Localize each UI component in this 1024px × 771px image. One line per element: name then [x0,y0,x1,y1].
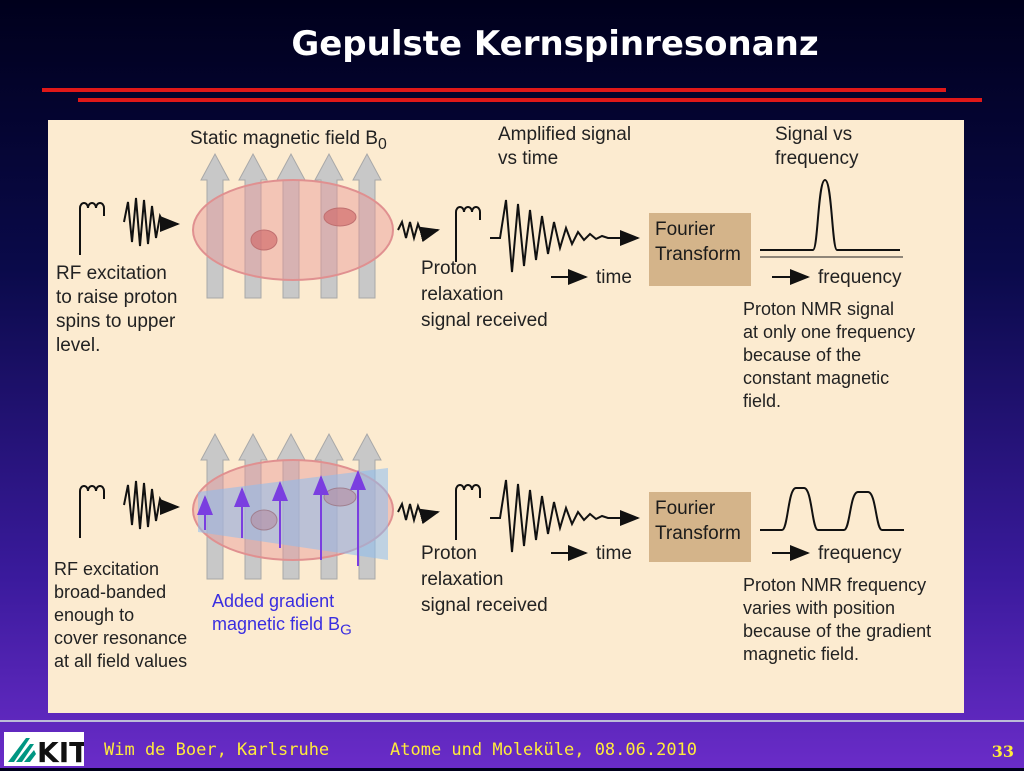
amplified-signal-label: Amplified signal vs time [498,124,632,169]
bottom-time-label: time [596,543,632,564]
slide-title: Gepulste Kernspinresonanz [291,24,819,64]
nmr-diagram-panel: Static magnetic field B0 Amplified signa… [48,120,964,713]
bottom-proton-relaxation-text: Proton relaxation signal received [421,543,548,616]
footer-author: Wim de Boer, Karlsruhe [104,740,330,760]
top-spot-1 [250,229,278,251]
top-receive-coil-icon [455,206,481,262]
bottom-spot-1 [250,509,278,531]
bottom-fourier-transform-box: Fourier Transform [649,492,751,562]
bottom-spot-2 [323,487,357,507]
bottom-relax-wave-icon [397,501,440,525]
bottom-rf-excitation-text: RF excitation broad-banded enough to cov… [54,559,188,671]
footer-course: Atome und Moleküle, 08.06.2010 [390,740,698,760]
bottom-rf-coil-icon [79,485,105,538]
svg-text:KIT: KIT [37,736,84,766]
top-spectrum-peak [760,178,900,251]
bottom-fid-signal [490,479,640,553]
kit-logo-icon: KIT [8,736,88,769]
top-time-label: time [596,267,632,288]
top-frequency-label: frequency [818,267,902,288]
static-field-subscript: 0 [377,135,387,153]
footer-divider [0,720,1024,722]
bottom-nmr-note: Proton NMR frequency varies with positio… [743,575,932,664]
bottom-rf-pulse-icon [123,480,180,530]
signal-vs-frequency-label: Signal vs frequency [775,124,859,169]
bottom-spectrum-peaks [760,487,904,531]
top-rf-coil-icon [79,202,105,255]
top-spot-2 [323,207,357,227]
gradient-field-label: Added gradient magnetic field BG [212,591,352,639]
title-underline-top [42,88,946,92]
gradient-field-arrows [197,470,366,566]
top-rf-pulse-icon [123,197,180,247]
bottom-receive-coil-icon [455,484,481,540]
top-fid-signal [490,199,640,273]
top-fourier-transform-box: Fourier Transform [649,213,751,286]
top-sample-ellipse [192,179,394,281]
top-relax-wave-icon [397,219,440,243]
top-nmr-note: Proton NMR signal at only one frequency … [743,299,916,411]
title-underline-bottom [78,98,982,102]
diagram-graphics [79,152,904,580]
static-field-label: Static magnetic field B0 [190,127,387,157]
gradient-subscript: G [340,621,352,639]
bottom-frequency-label: frequency [818,543,902,564]
page-number: 33 [991,742,1014,761]
top-proton-relaxation-text: Proton relaxation signal received [421,258,548,331]
kit-logo: KIT [4,732,88,769]
static-field-text: Static magnetic field B [190,128,378,149]
top-rf-excitation-text: RF excitation to raise proton spins to u… [56,263,178,356]
